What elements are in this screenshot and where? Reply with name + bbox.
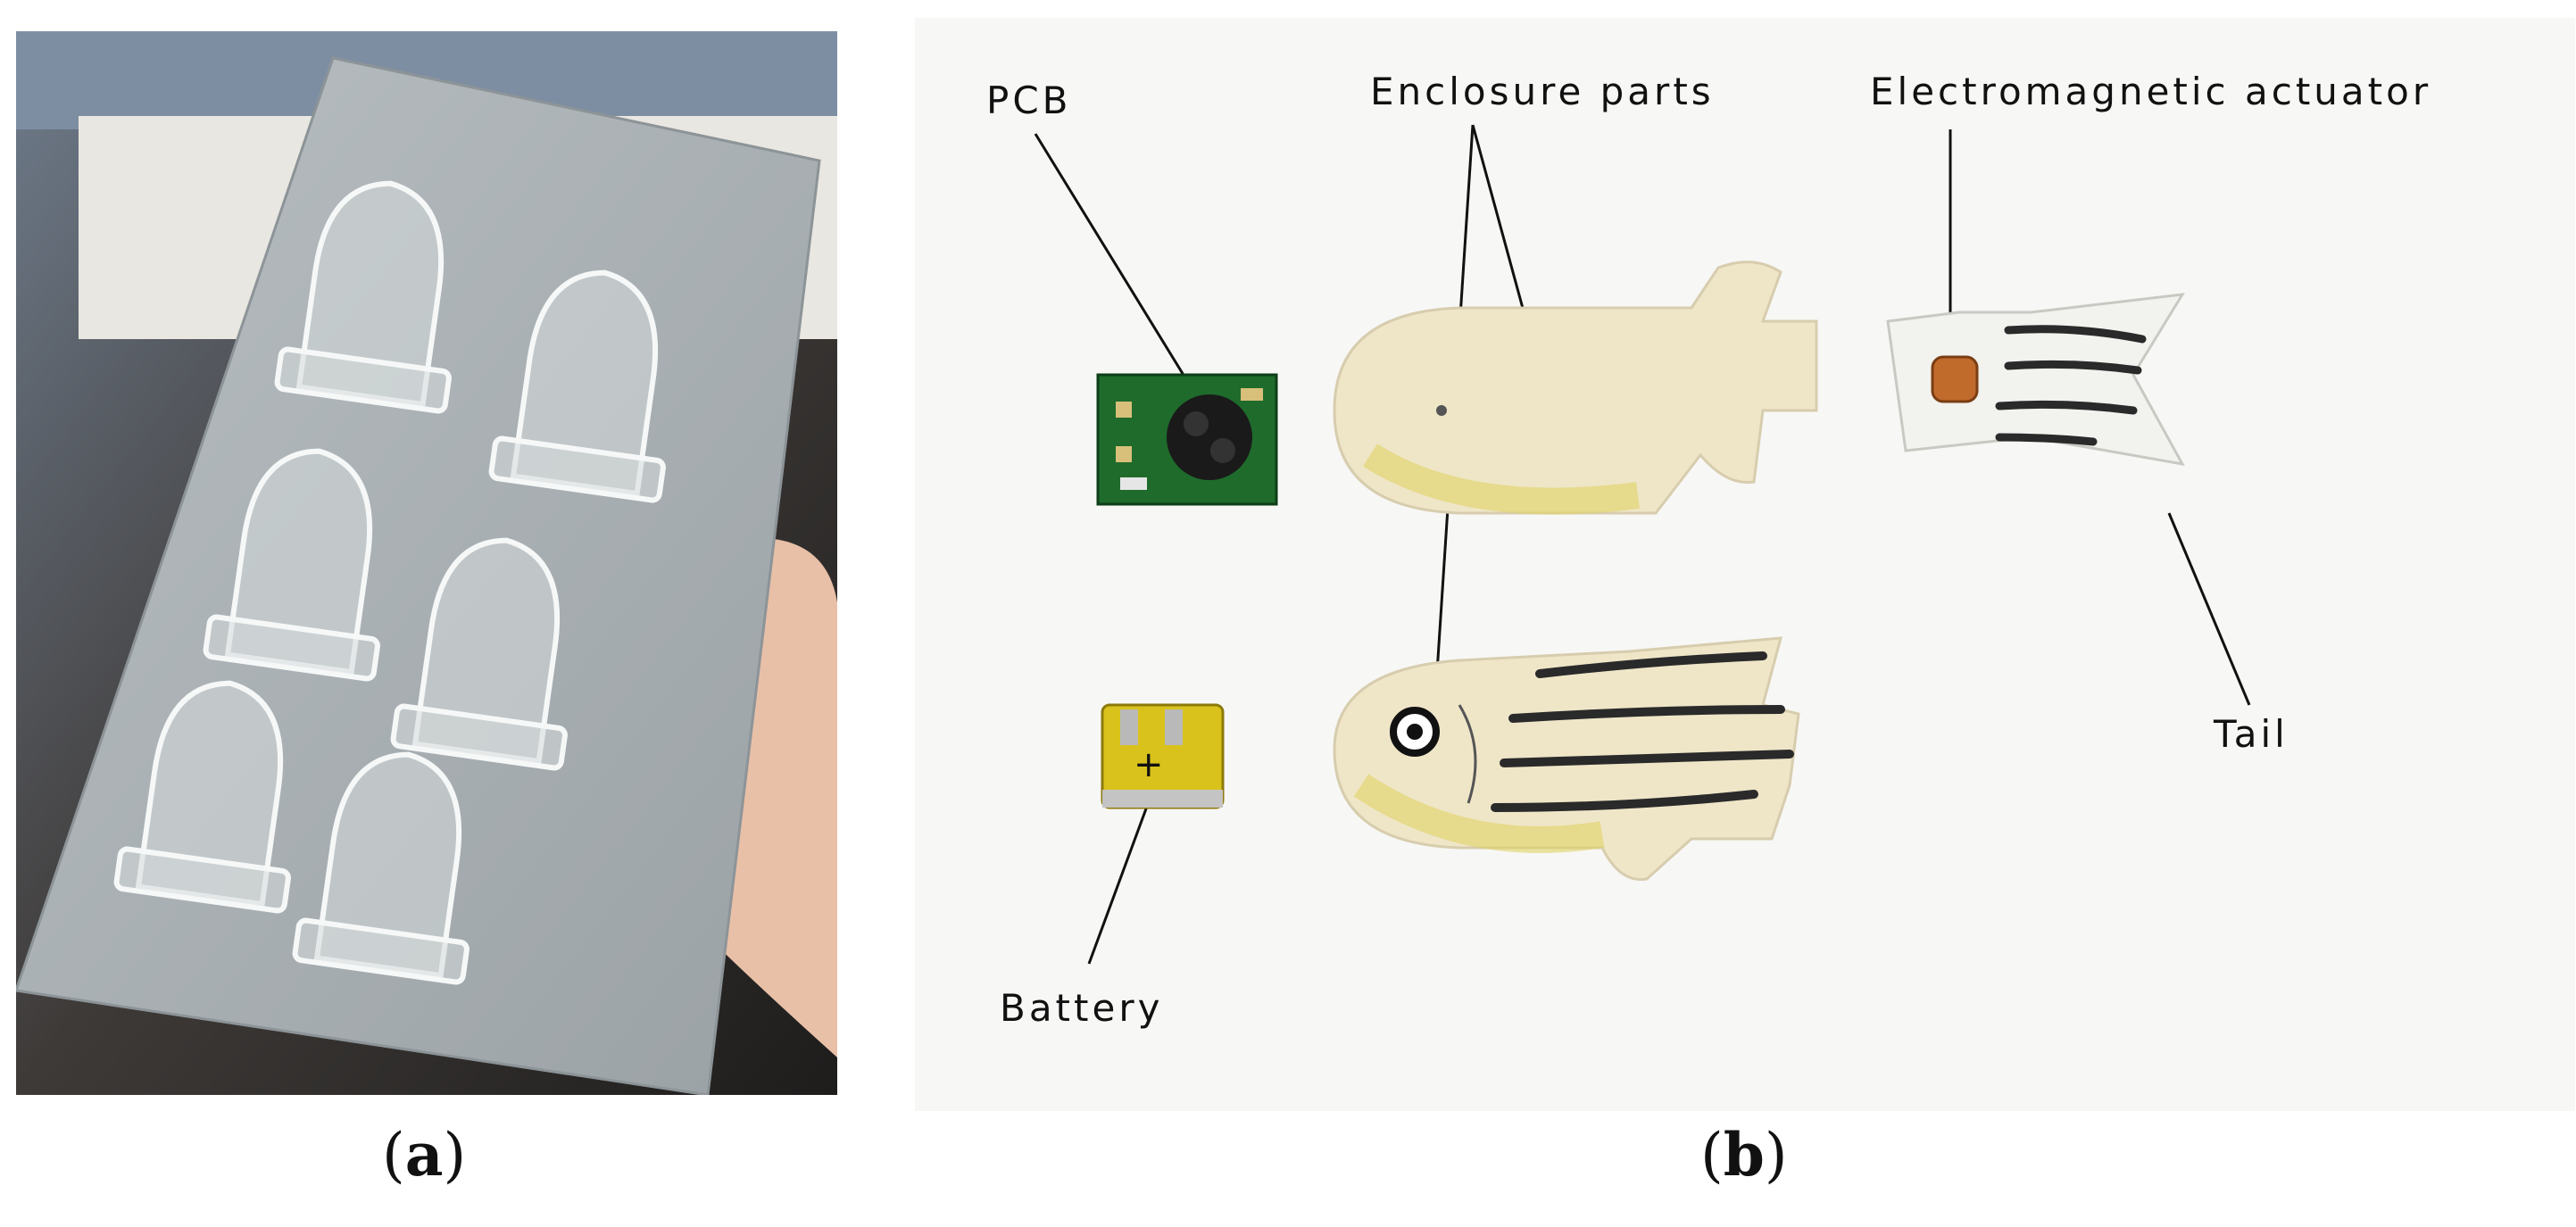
caption-a: (a)	[382, 1120, 467, 1190]
pcb-board	[1096, 373, 1278, 506]
mold-shell-3	[203, 448, 380, 682]
robot-fish-components-illustration: +	[1034, 124, 2251, 965]
mold-shell-2	[488, 269, 666, 503]
battery: +	[1101, 703, 1225, 809]
enclosure-lower	[1333, 636, 1800, 882]
actuator-coil	[1931, 355, 1979, 403]
mold-shell-6	[292, 751, 469, 985]
mold-shell-1	[274, 180, 452, 414]
label-battery: Battery	[1000, 986, 1164, 1030]
mold-shell-4	[390, 537, 568, 771]
label-tail: Tail	[2214, 712, 2289, 756]
label-enclosure-parts: Enclosure parts	[1370, 70, 1715, 113]
panel-b-photo: + PCB Enclosure parts Electromagnetic ac…	[915, 18, 2575, 1111]
caption-b: (b)	[1700, 1120, 1788, 1190]
label-pcb: PCB	[986, 79, 1072, 122]
mold-shell-5	[113, 680, 291, 914]
mold-plate-illustration	[16, 31, 837, 1095]
enclosure-upper	[1333, 261, 1818, 515]
label-electromagnetic-actuator: Electromagnetic actuator	[1870, 70, 2432, 113]
svg-text:+: +	[1134, 744, 1164, 785]
panel-a-photo	[16, 31, 837, 1095]
tail-assembly	[1886, 293, 2185, 467]
